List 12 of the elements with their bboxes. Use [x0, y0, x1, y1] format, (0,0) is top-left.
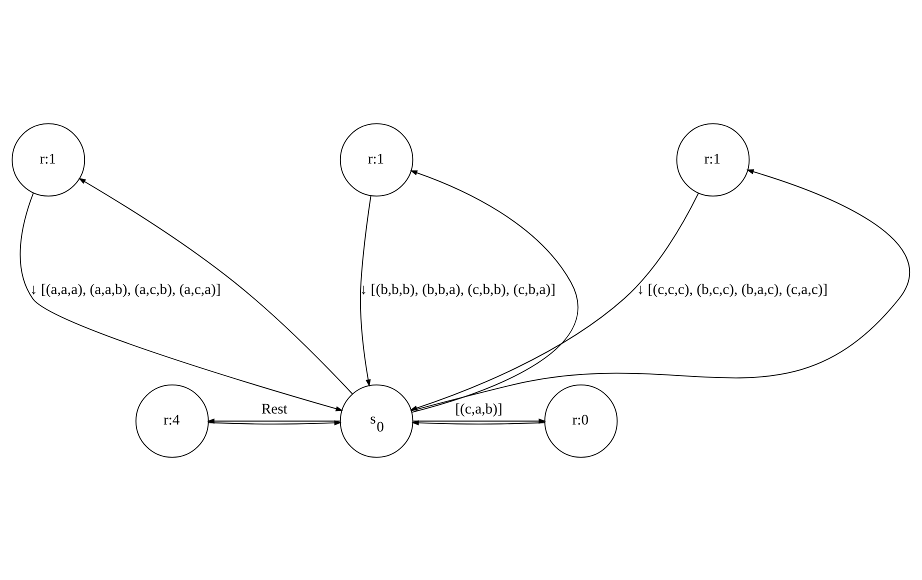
arrow [78, 177, 353, 394]
edge-label: ↓ [(c,c,c), (b,c,c), (b,a,c), (c,a,c)] [636, 281, 828, 298]
node-circle: r:0 [544, 384, 618, 458]
node-circle: r:1 [676, 122, 750, 196]
edge-label: ↓ [(a,a,a), (a,a,b), (a,c,b), (a,c,a)] [30, 281, 221, 298]
edge-label: ↓ [(b,b,b), (b,b,a), (c,b,b), (c,b,a)] [360, 281, 556, 298]
node-circle: r:1 [340, 122, 414, 196]
arrow [20, 192, 344, 411]
edge-label: [(c,a,b)] [455, 401, 502, 418]
edge-label: Rest [261, 401, 288, 418]
arrow [360, 194, 372, 386]
node-circle: r:4 [135, 384, 209, 458]
